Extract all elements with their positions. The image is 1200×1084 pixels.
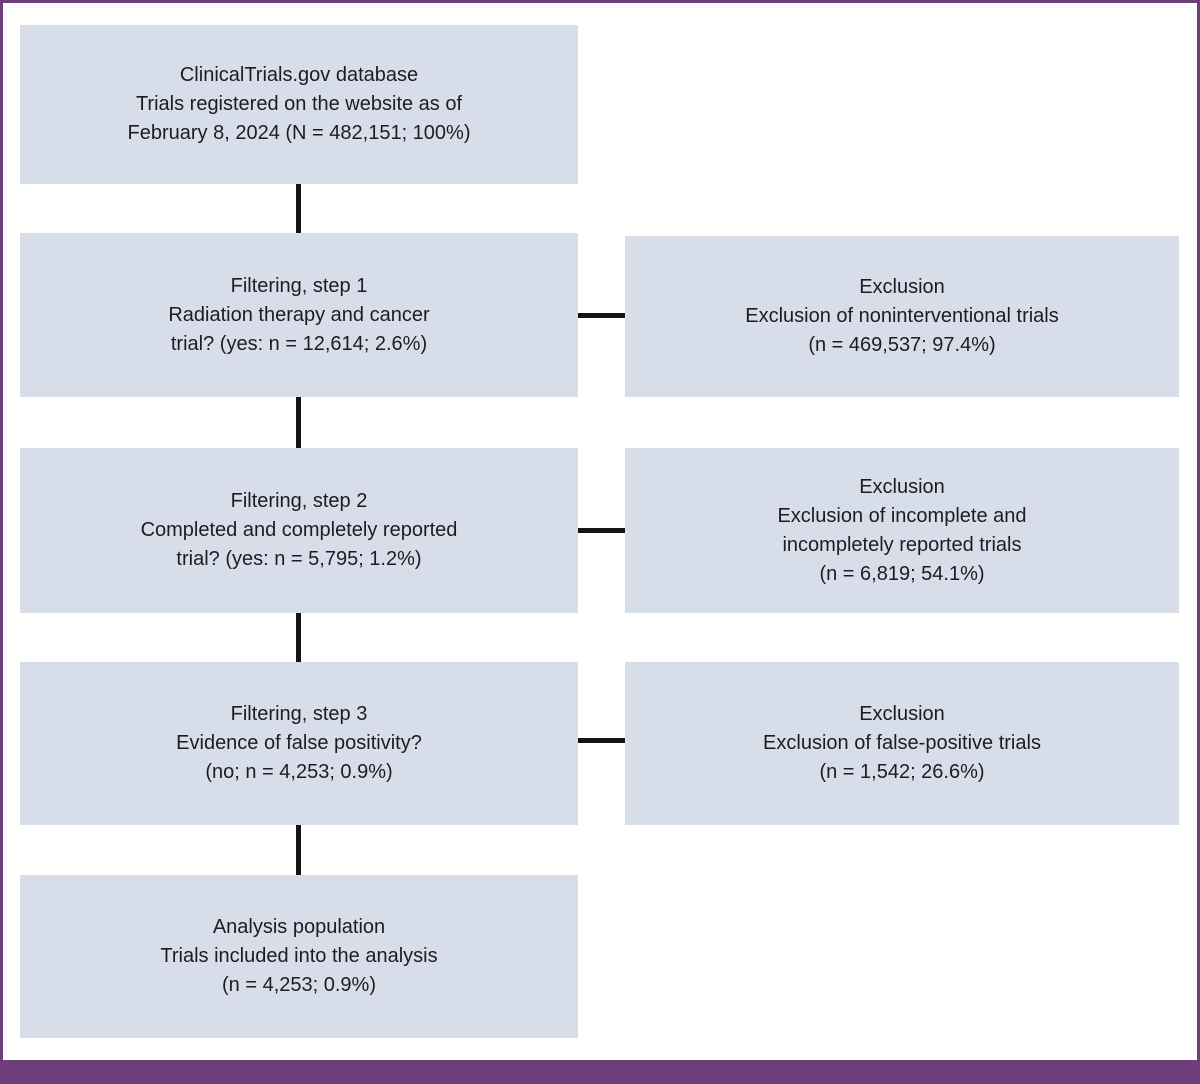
connector-down-4 [296, 825, 301, 875]
exclusion-incomplete-box: Exclusion Exclusion of incomplete and in… [625, 448, 1179, 613]
connector-down-2 [296, 397, 301, 448]
connector-down-1 [296, 184, 301, 233]
frame-border-left [0, 0, 3, 1084]
connector-right-3 [578, 738, 625, 743]
connector-right-1 [578, 313, 625, 318]
database-box: ClinicalTrials.gov database Trials regis… [20, 25, 578, 184]
connector-down-3 [296, 613, 301, 662]
exclusion-false-positive-box: Exclusion Exclusion of false-positive tr… [625, 662, 1179, 825]
filter-step-1-box: Filtering, step 1 Radiation therapy and … [20, 233, 578, 397]
frame-border-right [1197, 0, 1200, 1084]
filter-step-3-box: Filtering, step 3 Evidence of false posi… [20, 662, 578, 825]
frame-border-top [0, 0, 1200, 3]
exclusion-noninterventional-box: Exclusion Exclusion of noninterventional… [625, 236, 1179, 397]
frame-border-bottom-bar [0, 1060, 1200, 1084]
analysis-population-box: Analysis population Trials included into… [20, 875, 578, 1038]
connector-right-2 [578, 528, 625, 533]
filter-step-2-box: Filtering, step 2 Completed and complete… [20, 448, 578, 613]
